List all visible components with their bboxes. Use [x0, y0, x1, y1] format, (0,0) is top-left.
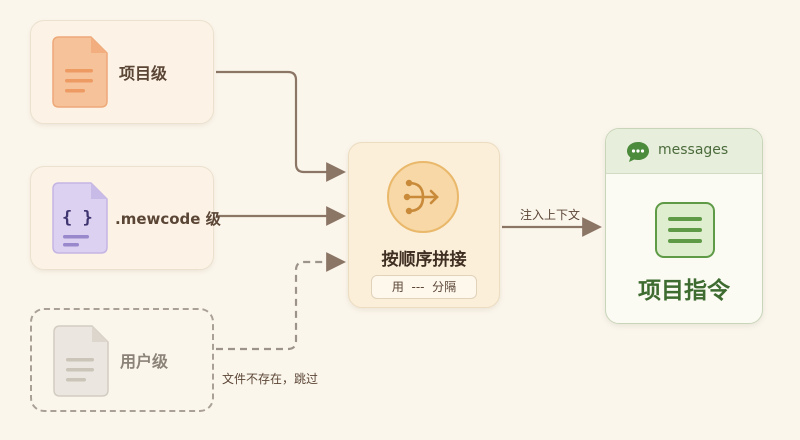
inject-label: 注入上下文 — [520, 208, 581, 222]
source-user-label: 用户级 — [120, 352, 169, 371]
merge-card: 按顺序拼接 用 --- 分隔 — [348, 142, 500, 308]
messages-card: messages 项目指令 — [605, 128, 763, 324]
chat-bubble-icon — [627, 142, 649, 162]
arrow-user-to-merge — [216, 252, 346, 351]
source-project-card: 项目级 — [30, 20, 214, 124]
code-glyph: { } — [62, 208, 93, 228]
source-user-card: 用户级 — [30, 308, 214, 412]
source-mewcode-card: { } .mewcode 级 — [30, 166, 221, 270]
document-orange-icon — [52, 36, 108, 108]
source-project-label: 项目级 — [119, 64, 168, 83]
merge-title: 按顺序拼接 — [381, 250, 467, 270]
messages-title: 项目指令 — [638, 278, 730, 304]
document-gray-icon — [53, 325, 109, 397]
source-mewcode-label: .mewcode 级 — [115, 209, 221, 228]
skip-note: 文件不存在，跳过 — [222, 372, 319, 386]
merge-arrows-icon — [403, 179, 439, 215]
arrow-project-to-merge — [216, 70, 346, 182]
messages-header-label: messages — [658, 142, 729, 158]
separator-pill: 用 --- 分隔 — [371, 275, 477, 299]
merge-icon-circle — [387, 161, 459, 233]
list-document-icon — [655, 202, 715, 258]
code-document-icon: { } — [52, 182, 108, 254]
messages-header: messages — [606, 129, 762, 174]
